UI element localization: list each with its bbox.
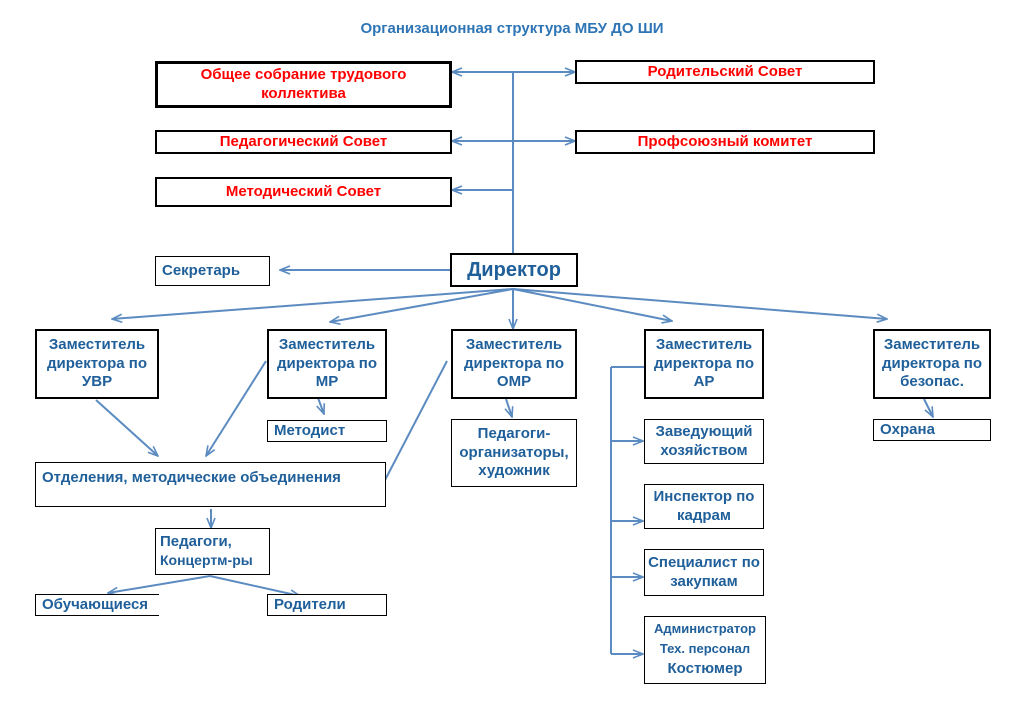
link-mr-departments: [206, 360, 267, 456]
deputy-mr-box: Заместитель директора по МР: [267, 329, 387, 399]
parents-council-label: Родительский Совет: [647, 62, 803, 80]
hr-box: Инспектор по кадрам: [644, 484, 764, 529]
teachers-label-line1: Педагоги,: [160, 533, 232, 551]
household-box: Заведующий хозяйством: [644, 419, 764, 464]
teachers-label-line2: Концертм-ры: [160, 552, 253, 569]
methodist-label: Методист: [274, 421, 346, 439]
deputy-security-box: Заместитель директора по безопас.: [873, 329, 991, 399]
deputy-ar-label: Заместитель директора по АР: [654, 335, 754, 391]
household-label: Заведующий хозяйством: [655, 422, 753, 459]
link-uvr-departments: [95, 399, 158, 456]
procurement-box: Специалист по закупкам: [644, 549, 764, 596]
general-meeting-label: Общее собрание трудового коллектива: [200, 65, 407, 102]
director-label: Директор: [467, 258, 561, 281]
methodist-box: Методист: [267, 420, 387, 442]
link-omr-organizers: [506, 398, 512, 417]
admin-label-line2: Тех. персонал: [659, 640, 751, 656]
trade-union-label: Профсоюзный комитет: [637, 132, 813, 150]
organizers-box: Педагоги-организаторы, художник: [451, 419, 577, 487]
admin-label-line1: Администратор: [654, 621, 756, 637]
students-label: Обучающиеся: [42, 595, 149, 613]
organizers-label: Педагоги-организаторы, художник: [459, 424, 569, 480]
parents-council-box: Родительский Совет: [575, 60, 875, 84]
departments-box: Отделения, методические объединения: [35, 462, 386, 507]
deputy-uvr-label: Заместитель директора по УВР: [47, 335, 147, 391]
deputy-omr-label: Заместитель директора по ОМР: [464, 335, 564, 391]
director-box: Директор: [450, 253, 578, 287]
general-meeting-box: Общее собрание трудового коллектива: [155, 61, 452, 108]
deputy-ar-box: Заместитель директора по АР: [644, 329, 764, 399]
trade-union-box: Профсоюзный комитет: [575, 130, 875, 154]
link-deputy-mr: [330, 288, 514, 322]
guard-box: Охрана: [873, 419, 991, 441]
pedagogical-council-label: Педагогический Совет: [219, 132, 388, 150]
methodical-council-label: Методический Совет: [225, 182, 382, 200]
hr-label: Инспектор по кадрам: [653, 487, 755, 524]
secretary-box: Секретарь: [155, 256, 270, 286]
link-teachers-students: [108, 575, 211, 593]
link-omr-departments: [383, 360, 448, 483]
link-deputy-uvr: [112, 288, 514, 319]
teachers-box: Педагоги, Концертм-ры: [155, 528, 270, 575]
secretary-label: Секретарь: [162, 261, 241, 279]
parents-box: Родители: [267, 594, 387, 616]
link-mr-methodist: [318, 397, 324, 414]
departments-label: Отделения, методические объединения: [42, 469, 341, 486]
methodical-council-box: Методический Совет: [155, 177, 452, 207]
procurement-label: Специалист по закупкам: [648, 553, 760, 590]
link-security-guard: [923, 398, 933, 417]
parents-label: Родители: [274, 595, 346, 613]
admin-box: Администратор Тех. персонал Костюмер: [644, 616, 766, 684]
page-title: Организационная структура МБУ ДО ШИ: [360, 20, 664, 37]
deputy-mr-label: Заместитель директора по МР: [277, 335, 377, 391]
students-box: Обучающиеся: [35, 594, 159, 616]
link-teachers-parents: [209, 575, 300, 596]
deputy-omr-box: Заместитель директора по ОМР: [451, 329, 577, 399]
link-deputy-ar: [512, 288, 672, 321]
pedagogical-council-box: Педагогический Совет: [155, 130, 452, 154]
deputy-security-label: Заместитель директора по безопас.: [882, 335, 982, 391]
link-deputy-security: [512, 288, 887, 319]
guard-label: Охрана: [880, 420, 935, 438]
admin-label-line3: Костюмер: [667, 659, 743, 677]
deputy-uvr-box: Заместитель директора по УВР: [35, 329, 159, 399]
